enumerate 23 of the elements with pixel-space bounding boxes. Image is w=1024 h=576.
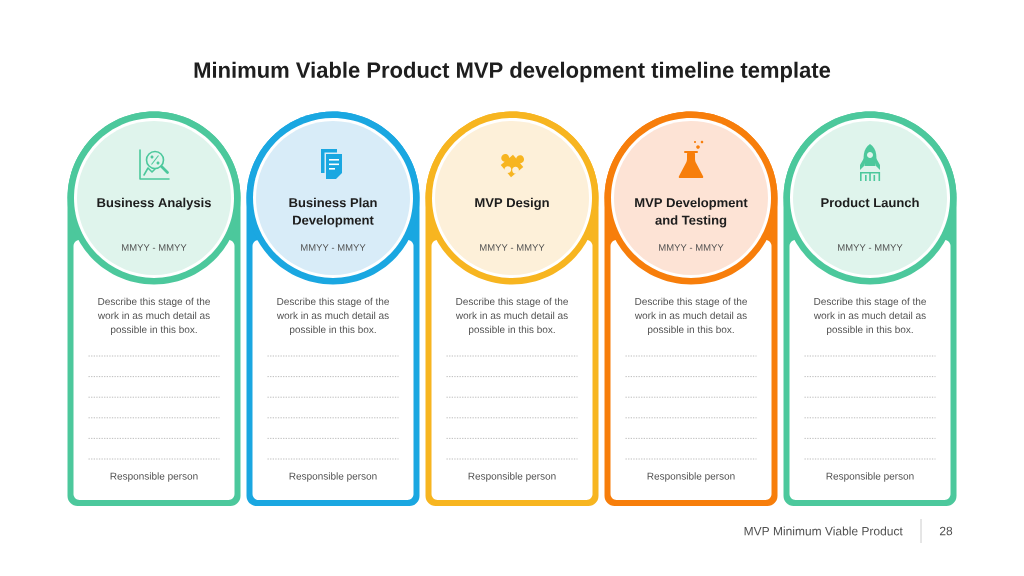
responsible-person-label: Responsible person	[110, 472, 198, 482]
responsible-person-label: Responsible person	[468, 472, 556, 482]
stage-title: Business Plan Development	[289, 197, 377, 228]
stage-title: MVP Design	[475, 197, 549, 210]
description-text: Describe this stage of the work in as much detail as possible in this box.	[813, 297, 926, 335]
responsible-person-label: Responsible person	[826, 472, 914, 482]
date-range: MMYY - MMYY	[480, 244, 545, 251]
stage-title: Business Analysis	[97, 197, 211, 210]
description-text: Describe this stage of the work in as much detail as possible in this box.	[276, 297, 389, 335]
page-number: 28	[939, 526, 953, 536]
date-range: MMYY - MMYY	[838, 244, 903, 251]
stage-title: MVP Development and Testing	[635, 197, 748, 228]
date-range: MMYY - MMYY	[301, 244, 366, 251]
footer-text: MVP Minimum Viable Product	[744, 526, 903, 536]
stage-title: Product Launch	[821, 197, 919, 208]
description-text: Describe this stage of the work in as much detail as possible in this box.	[97, 297, 210, 335]
date-range: MMYY - MMYY	[659, 244, 724, 251]
description-text: Describe this stage of the work in as much detail as possible in this box.	[634, 297, 747, 335]
title: Minimum Viable Product MVP development timeline template	[194, 61, 831, 83]
date-range: MMYY - MMYY	[122, 244, 187, 251]
responsible-person-label: Responsible person	[289, 472, 377, 482]
description-text: Describe this stage of the work in as much detail as possible in this box.	[455, 297, 568, 335]
responsible-person-label: Responsible person	[647, 472, 735, 482]
